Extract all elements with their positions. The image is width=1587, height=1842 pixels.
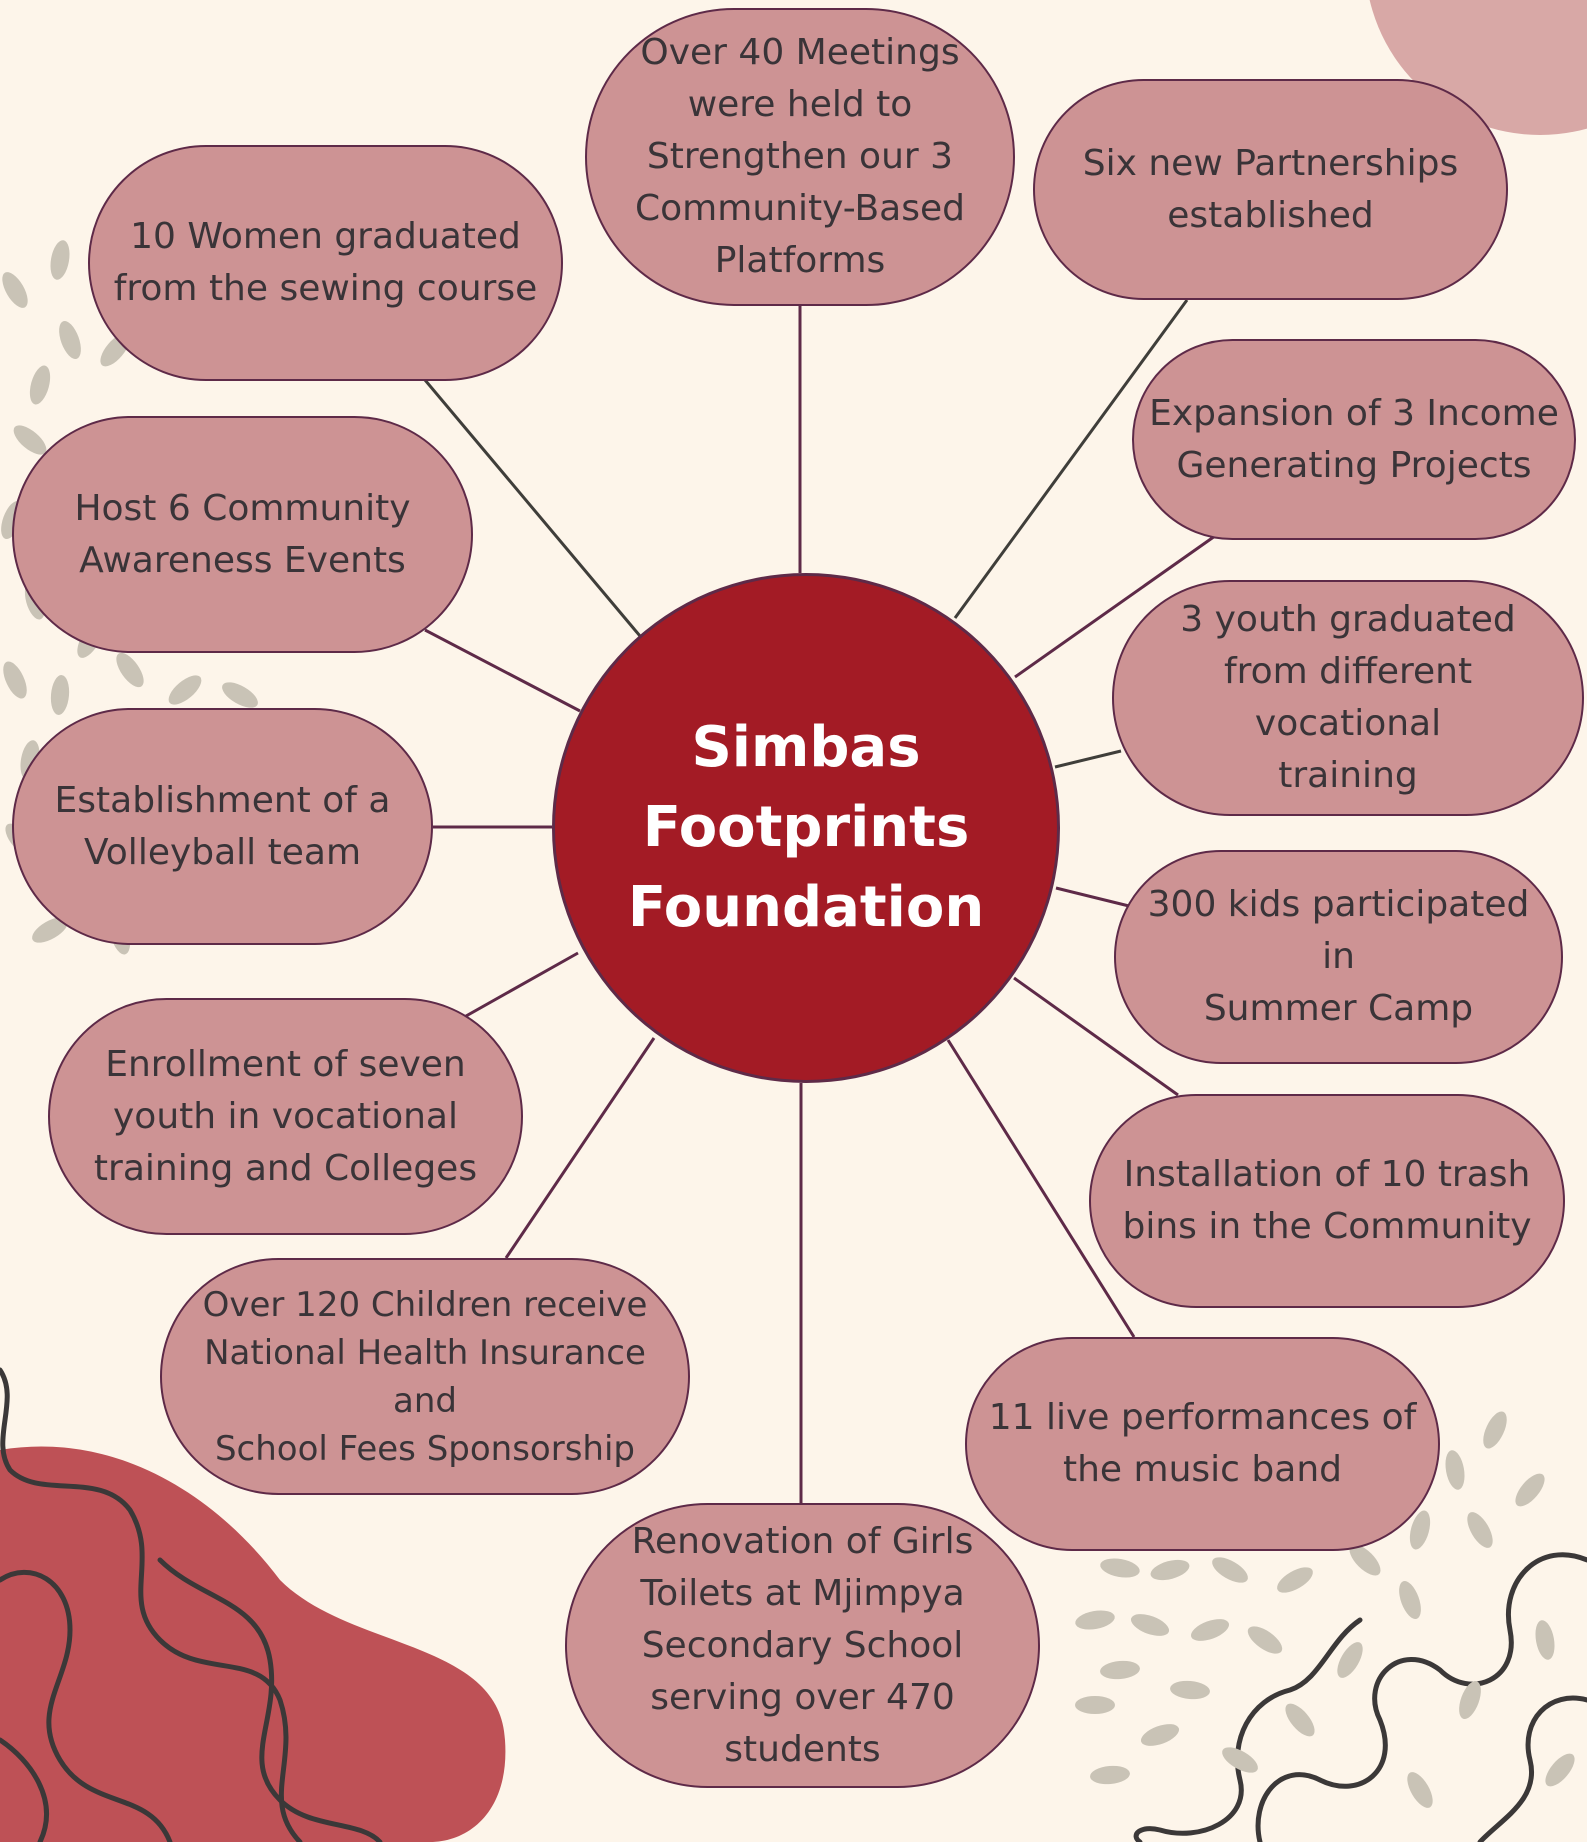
connector-summer-camp	[1055, 886, 1130, 908]
top-right-blob	[1369, 0, 1587, 135]
node-income: Expansion of 3 Income Generating Project…	[1132, 339, 1576, 540]
node-summer-camp: 300 kids participated in Summer Camp	[1114, 850, 1563, 1064]
node-youth-graduated: 3 youth graduated from different vocatio…	[1112, 580, 1584, 816]
node-awareness: Host 6 Community Awareness Events	[12, 416, 473, 653]
connector-sewing	[423, 379, 642, 637]
connector-music-band	[946, 1039, 1136, 1338]
connector-awareness	[424, 628, 581, 713]
node-music-band: 11 live performances of the music band	[965, 1337, 1440, 1551]
node-trash-bins: Installation of 10 trash bins in the Com…	[1089, 1094, 1565, 1308]
node-enrollment: Enrollment of seven youth in vocational …	[48, 998, 523, 1235]
connector-health-insurance	[504, 1037, 656, 1259]
center-node: Simbas Footprints Foundation	[552, 573, 1060, 1083]
connector-partnerships	[953, 299, 1189, 619]
squiggle-lines-right	[1133, 1552, 1587, 1842]
node-meetings: Over 40 Meetings were held to Strengthen…	[585, 8, 1015, 306]
speckles	[1, 240, 1575, 1808]
connector-trash-bins	[1013, 976, 1179, 1097]
squiggle-lines-left	[0, 1367, 383, 1842]
connector-youth-graduated	[1054, 749, 1122, 769]
node-health-insurance: Over 120 Children receive National Healt…	[160, 1258, 690, 1495]
node-toilets: Renovation of Girls Toilets at Mjimpya S…	[565, 1503, 1040, 1788]
node-sewing: 10 Women graduated from the sewing cours…	[88, 145, 563, 381]
connector-lines	[423, 299, 1216, 1503]
connector-income	[1014, 534, 1216, 679]
bottom-left-blob	[0, 1446, 506, 1842]
node-partnerships: Six new Partnerships established	[1033, 79, 1508, 300]
node-volleyball: Establishment of a Volleyball team	[12, 708, 433, 945]
connector-enrollment	[465, 951, 579, 1018]
